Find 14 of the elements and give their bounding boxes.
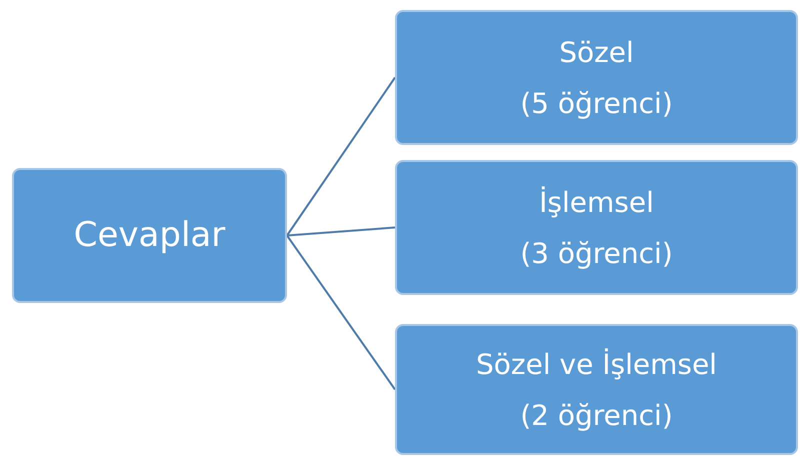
box-subtitle: (3 öğrenci)	[520, 236, 673, 270]
category-box	[395, 10, 798, 145]
box-title: Sözel	[559, 34, 634, 70]
box-title: Sözel ve İşlemsel	[476, 346, 717, 382]
connector-line	[286, 226, 396, 236]
connector-line	[286, 234, 396, 390]
connector-line	[286, 76, 396, 236]
box-title: İşlemsel	[539, 184, 654, 220]
box-subtitle: (5 öğrenci)	[520, 86, 673, 120]
box-title: Cevaplar	[74, 214, 226, 257]
category-box	[395, 324, 798, 455]
category-box	[12, 168, 287, 303]
category-box	[395, 160, 798, 295]
box-subtitle: (2 öğrenci)	[520, 398, 673, 432]
